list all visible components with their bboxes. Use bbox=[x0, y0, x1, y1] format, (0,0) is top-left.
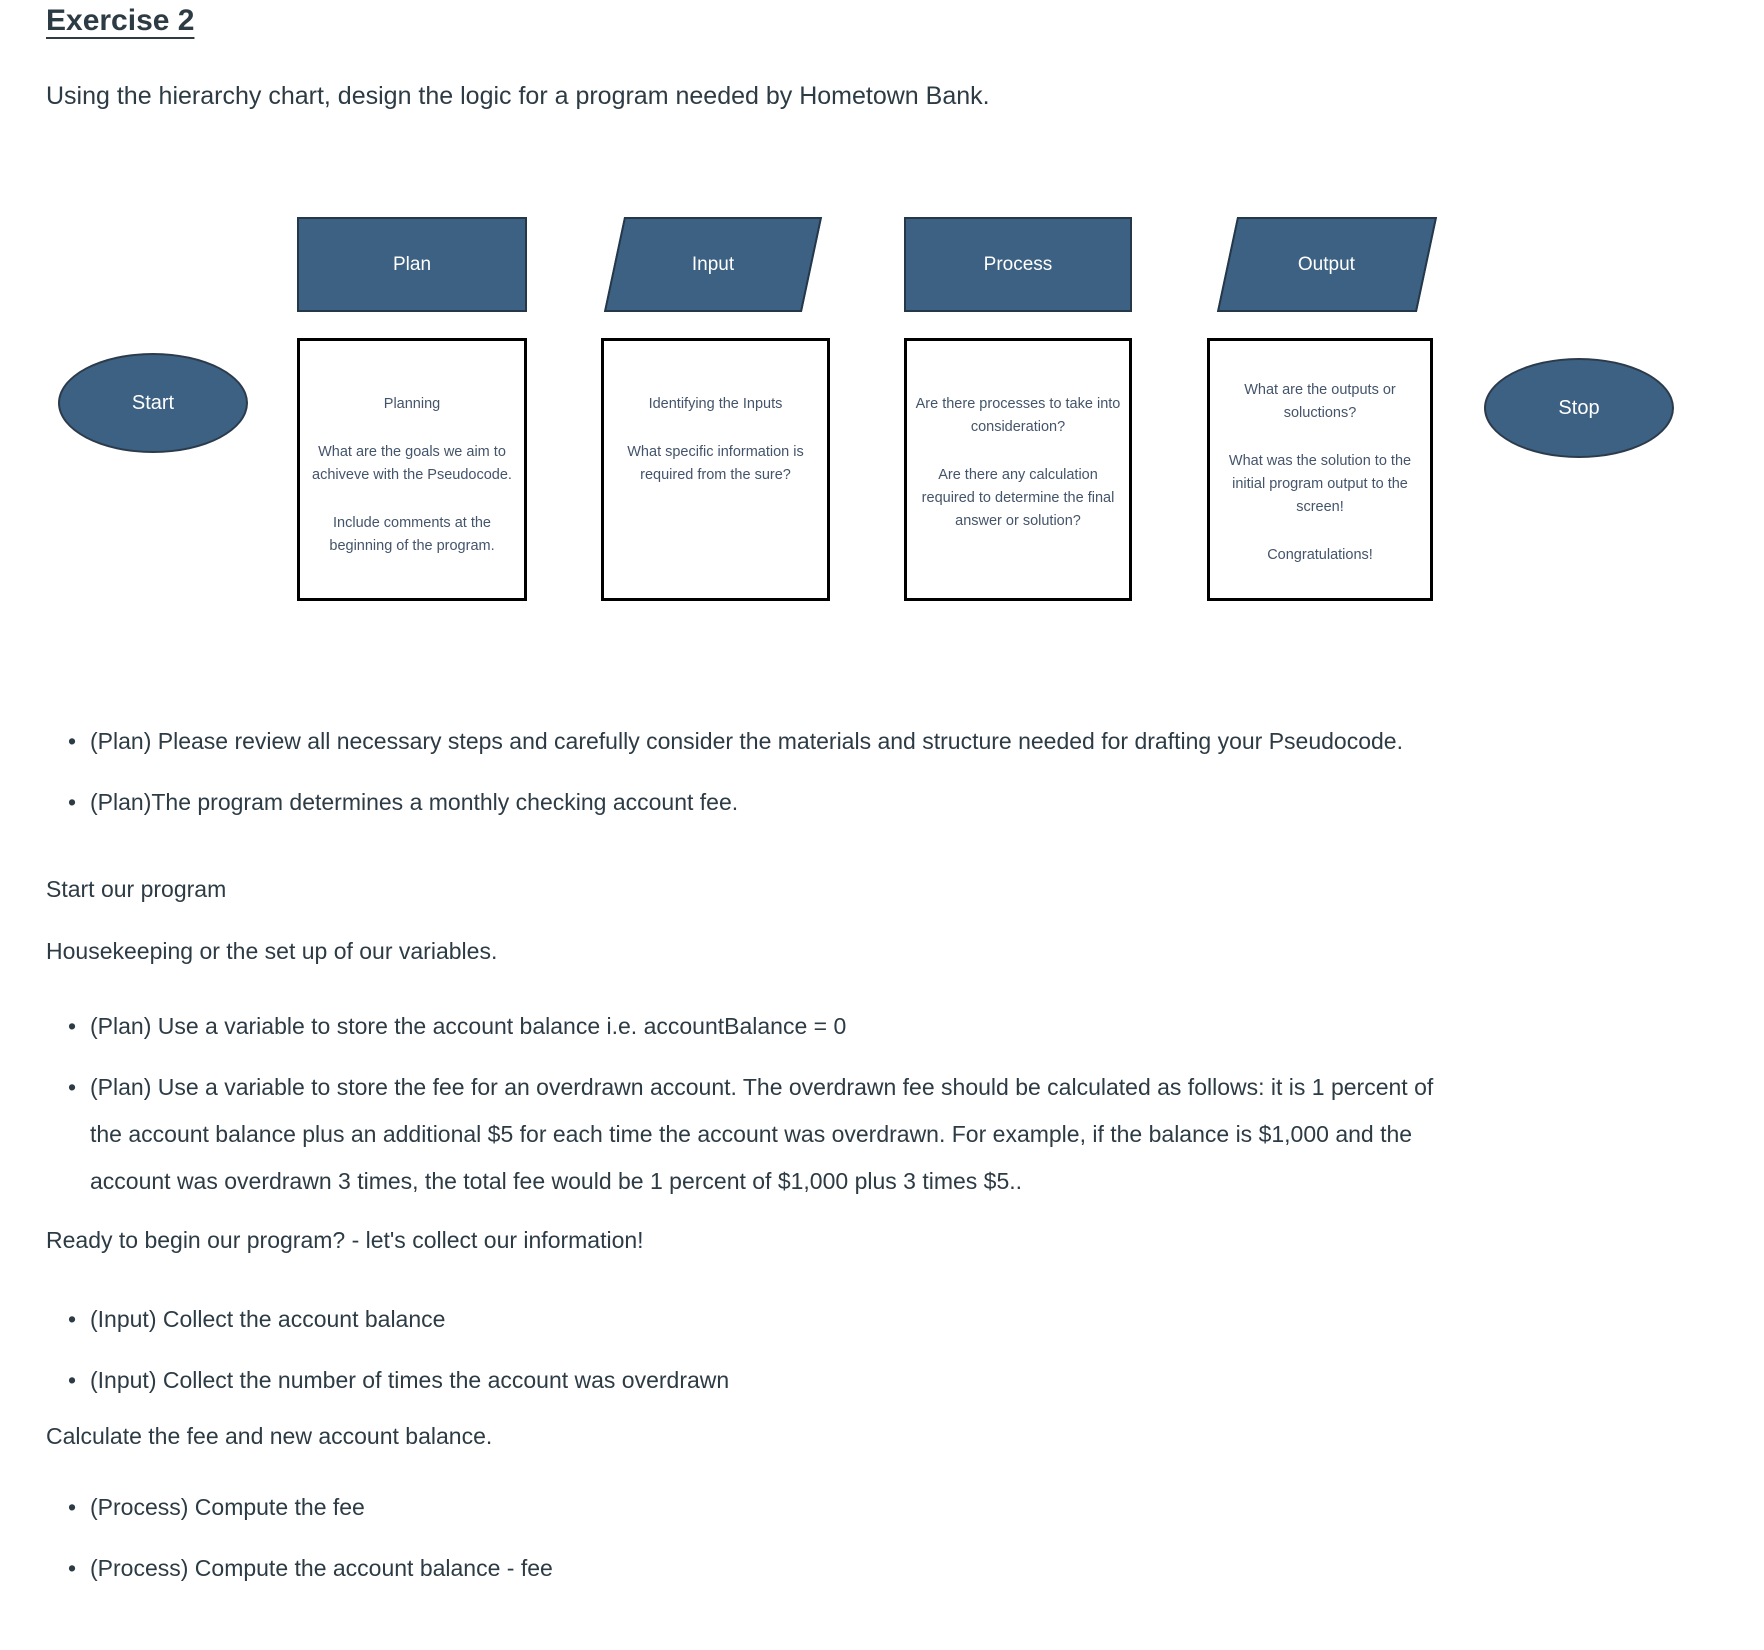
list-item: (Plan) Use a variable to store the accou… bbox=[46, 1003, 1466, 1050]
list-item: (Input) Collect the account balance bbox=[46, 1296, 1466, 1343]
input-paragraph: What specific information is required fr… bbox=[627, 444, 804, 483]
input-list: (Input) Collect the account balance (Inp… bbox=[46, 1296, 1466, 1404]
start-terminator-shape: Start bbox=[58, 353, 248, 453]
input-header-label: Input bbox=[691, 253, 735, 275]
plan-header-shape: Plan bbox=[297, 217, 527, 312]
plan-detail-box: Planning What are the goals we aim to ac… bbox=[297, 338, 527, 601]
process-header-shape: Process bbox=[904, 217, 1132, 312]
section-calculate: Calculate the fee and new account balanc… bbox=[46, 1423, 493, 1449]
output-paragraph: What was the solution to the initial pro… bbox=[1228, 453, 1412, 515]
process-header-label: Process bbox=[983, 253, 1053, 275]
list-item: (Plan) Please review all necessary steps… bbox=[46, 718, 1466, 765]
hierarchy-flowchart: Start Plan Planning What are the goals w… bbox=[0, 0, 1764, 650]
output-paragraph: Congratulations! bbox=[1267, 547, 1373, 563]
section-housekeeping: Housekeeping or the set up of our variab… bbox=[46, 938, 498, 964]
section-ready: Ready to begin our program? - let's coll… bbox=[46, 1227, 644, 1253]
process-list: (Process) Compute the fee (Process) Comp… bbox=[46, 1484, 1466, 1592]
plan-paragraph: Include comments at the beginning of the… bbox=[329, 515, 495, 554]
variables-list: (Plan) Use a variable to store the accou… bbox=[46, 1003, 1466, 1205]
output-detail-box: What are the outputs or soluctions? What… bbox=[1207, 338, 1433, 601]
lesson-body: (Plan) Please review all necessary steps… bbox=[46, 695, 1466, 1592]
list-item: (Process) Compute the fee bbox=[46, 1484, 1466, 1531]
plan-header-label: Plan bbox=[392, 253, 432, 275]
process-detail-box: Are there processes to take into conside… bbox=[904, 338, 1132, 601]
input-header-shape: Input bbox=[603, 217, 823, 312]
output-header-label: Output bbox=[1298, 253, 1356, 275]
output-header-shape: Output bbox=[1216, 217, 1438, 312]
list-item: (Process) Compute the account balance - … bbox=[46, 1545, 1466, 1592]
plan-overview-list: (Plan) Please review all necessary steps… bbox=[46, 718, 1466, 826]
input-paragraph: Identifying the Inputs bbox=[648, 396, 783, 412]
input-detail-box: Identifying the Inputs What specific inf… bbox=[601, 338, 830, 601]
intro-text: Using the hierarchy chart, design the lo… bbox=[46, 82, 990, 110]
process-paragraph: Are there processes to take into conside… bbox=[915, 396, 1121, 435]
start-label: Start bbox=[131, 391, 175, 414]
stop-terminator-shape: Stop bbox=[1484, 358, 1674, 458]
list-item: (Plan) Use a variable to store the fee f… bbox=[46, 1064, 1466, 1205]
page-title: Exercise 2 bbox=[46, 4, 195, 37]
output-paragraph: What are the outputs or soluctions? bbox=[1244, 382, 1396, 421]
process-paragraph: Are there any calculation required to de… bbox=[921, 467, 1115, 529]
list-item: (Plan)The program determines a monthly c… bbox=[46, 779, 1466, 826]
plan-paragraph: What are the goals we aim to achiveve wi… bbox=[312, 444, 512, 483]
stop-label: Stop bbox=[1558, 396, 1600, 419]
section-start-program: Start our program bbox=[46, 876, 227, 902]
plan-paragraph: Planning bbox=[383, 396, 441, 412]
list-item: (Input) Collect the number of times the … bbox=[46, 1357, 1466, 1404]
